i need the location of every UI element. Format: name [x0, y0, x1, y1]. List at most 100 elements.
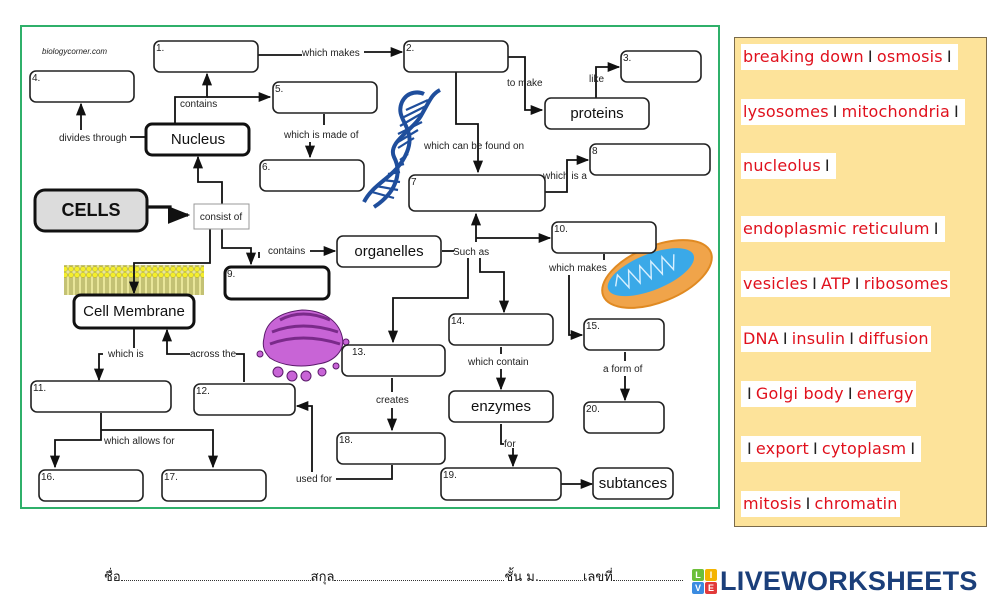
word-separator: I: [812, 274, 818, 293]
link-contains-organelles: contains: [268, 246, 305, 257]
logo-tile: V: [692, 581, 704, 594]
cells-label: CELLS: [61, 200, 120, 220]
word-bank-item[interactable]: mitosis: [743, 494, 802, 513]
logo-tile: L: [692, 568, 704, 581]
word-bank-item[interactable]: vesicles: [743, 274, 809, 293]
svg-text:17.: 17.: [164, 472, 178, 483]
blank-14[interactable]: 14.: [448, 313, 554, 346]
blank-19[interactable]: 19.: [440, 467, 562, 501]
word-separator: I: [867, 47, 873, 66]
link-which-makes: which makes: [301, 48, 360, 59]
node-enzymes: enzymes: [448, 390, 554, 423]
blank-11[interactable]: 11.: [30, 380, 172, 413]
word-separator: I: [832, 102, 838, 121]
link-labels: which makes to make like contains divide…: [59, 48, 643, 485]
word-bank-item[interactable]: DNA: [743, 329, 779, 348]
word-bank-item[interactable]: energy: [856, 384, 914, 403]
nucleus-label: Nucleus: [171, 131, 225, 148]
link-which-is-a: which is a: [542, 171, 587, 182]
blank-12[interactable]: 12.: [193, 383, 296, 416]
svg-text:12.: 12.: [196, 386, 210, 397]
link-like: like: [589, 74, 604, 85]
node-proteins: proteins: [544, 97, 650, 130]
blank-16[interactable]: 16.: [38, 469, 144, 502]
node-organelles: organelles: [336, 235, 442, 268]
blank-13[interactable]: 13.: [341, 344, 446, 377]
svg-text:1.: 1.: [156, 43, 164, 54]
logo-tile: I: [705, 568, 717, 581]
blank-20[interactable]: 20.: [583, 401, 665, 434]
word-bank-item[interactable]: endoplasmic reticulum: [743, 219, 930, 238]
link-a-form-of: a form of: [603, 364, 643, 375]
blank-9[interactable]: 9.: [223, 265, 331, 301]
link-which-contain: which contain: [467, 357, 529, 368]
word-separator: I: [849, 329, 855, 348]
word-separator: I: [747, 384, 752, 403]
svg-text:18.: 18.: [339, 435, 353, 446]
blank-1[interactable]: 1.: [153, 40, 259, 73]
class-label: ชั้น ม.: [504, 570, 539, 585]
name-label: ชื่อ: [104, 570, 121, 585]
word-bank-item[interactable]: mitochondria: [841, 102, 951, 121]
word-separator: I: [847, 384, 853, 403]
blank-15[interactable]: 15.: [583, 318, 665, 351]
word-bank-item[interactable]: osmosis: [876, 47, 943, 66]
word-separator: I: [954, 102, 959, 121]
svg-text:8: 8: [592, 146, 598, 157]
consist-of-label: consist of: [200, 212, 242, 223]
svg-text:15.: 15.: [586, 321, 600, 332]
word-separator: I: [933, 219, 939, 238]
word-bank-item[interactable]: lysosomes: [743, 102, 829, 121]
svg-text:20.: 20.: [586, 404, 600, 415]
surname-field[interactable]: [334, 568, 505, 581]
class-field[interactable]: [538, 568, 583, 581]
link-which-is-made-of: which is made of: [283, 130, 359, 141]
blank-5[interactable]: 5.: [272, 81, 378, 114]
blank-7[interactable]: 7: [408, 174, 546, 212]
enzymes-label: enzymes: [471, 398, 531, 415]
blank-18[interactable]: 18.: [336, 432, 446, 465]
blank-2[interactable]: 2.: [403, 40, 509, 73]
blank-3[interactable]: 3.: [620, 50, 702, 83]
logo-tiles-icon: L I V E: [692, 568, 717, 594]
word-bank-item[interactable]: export: [755, 439, 809, 458]
link-contains-nucleus: contains: [180, 99, 217, 110]
liveworksheets-logo[interactable]: L I V E LIVEWORKSHEETS: [692, 566, 978, 596]
number-field[interactable]: [612, 568, 683, 581]
word-bank-item[interactable]: cytoplasm: [821, 439, 907, 458]
link-creates: creates: [376, 395, 409, 406]
word-bank-item[interactable]: ATP: [821, 274, 851, 293]
svg-text:11.: 11.: [33, 383, 46, 394]
link-used-for: used for: [296, 474, 333, 485]
word-bank-item[interactable]: breaking down: [743, 47, 864, 66]
svg-text:16.: 16.: [41, 472, 55, 483]
link-which-can-be-found-on: which can be found on: [423, 141, 524, 152]
svg-text:13.: 13.: [352, 347, 366, 358]
concept-map-frame: biologycorner.com: [20, 25, 720, 509]
blank-17[interactable]: 17.: [161, 469, 267, 502]
credit-text: biologycorner.com: [42, 47, 107, 56]
golgi-body-image: [256, 309, 350, 382]
word-bank-item[interactable]: Golgi body: [755, 384, 844, 403]
word-separator: I: [805, 494, 811, 513]
concept-map: biologycorner.com: [29, 40, 713, 502]
word-bank-item[interactable]: ribosomes: [863, 274, 949, 293]
word-bank-item[interactable]: insulin: [791, 329, 846, 348]
node-consist-of: consist of: [193, 203, 250, 230]
node-cell-membrane: Cell Membrane: [72, 293, 196, 330]
blank-6[interactable]: 6.: [259, 159, 365, 192]
blank-8[interactable]: 8: [589, 143, 711, 176]
blank-10[interactable]: 10.: [551, 221, 657, 254]
blank-4[interactable]: 4.: [29, 70, 135, 103]
number-label: เลขที่: [582, 570, 613, 585]
word-bank-item[interactable]: diffusion: [858, 329, 929, 348]
word-bank-item[interactable]: chromatin: [814, 494, 898, 513]
name-field[interactable]: [120, 568, 311, 581]
word-bank-item[interactable]: nucleolus: [743, 156, 821, 175]
